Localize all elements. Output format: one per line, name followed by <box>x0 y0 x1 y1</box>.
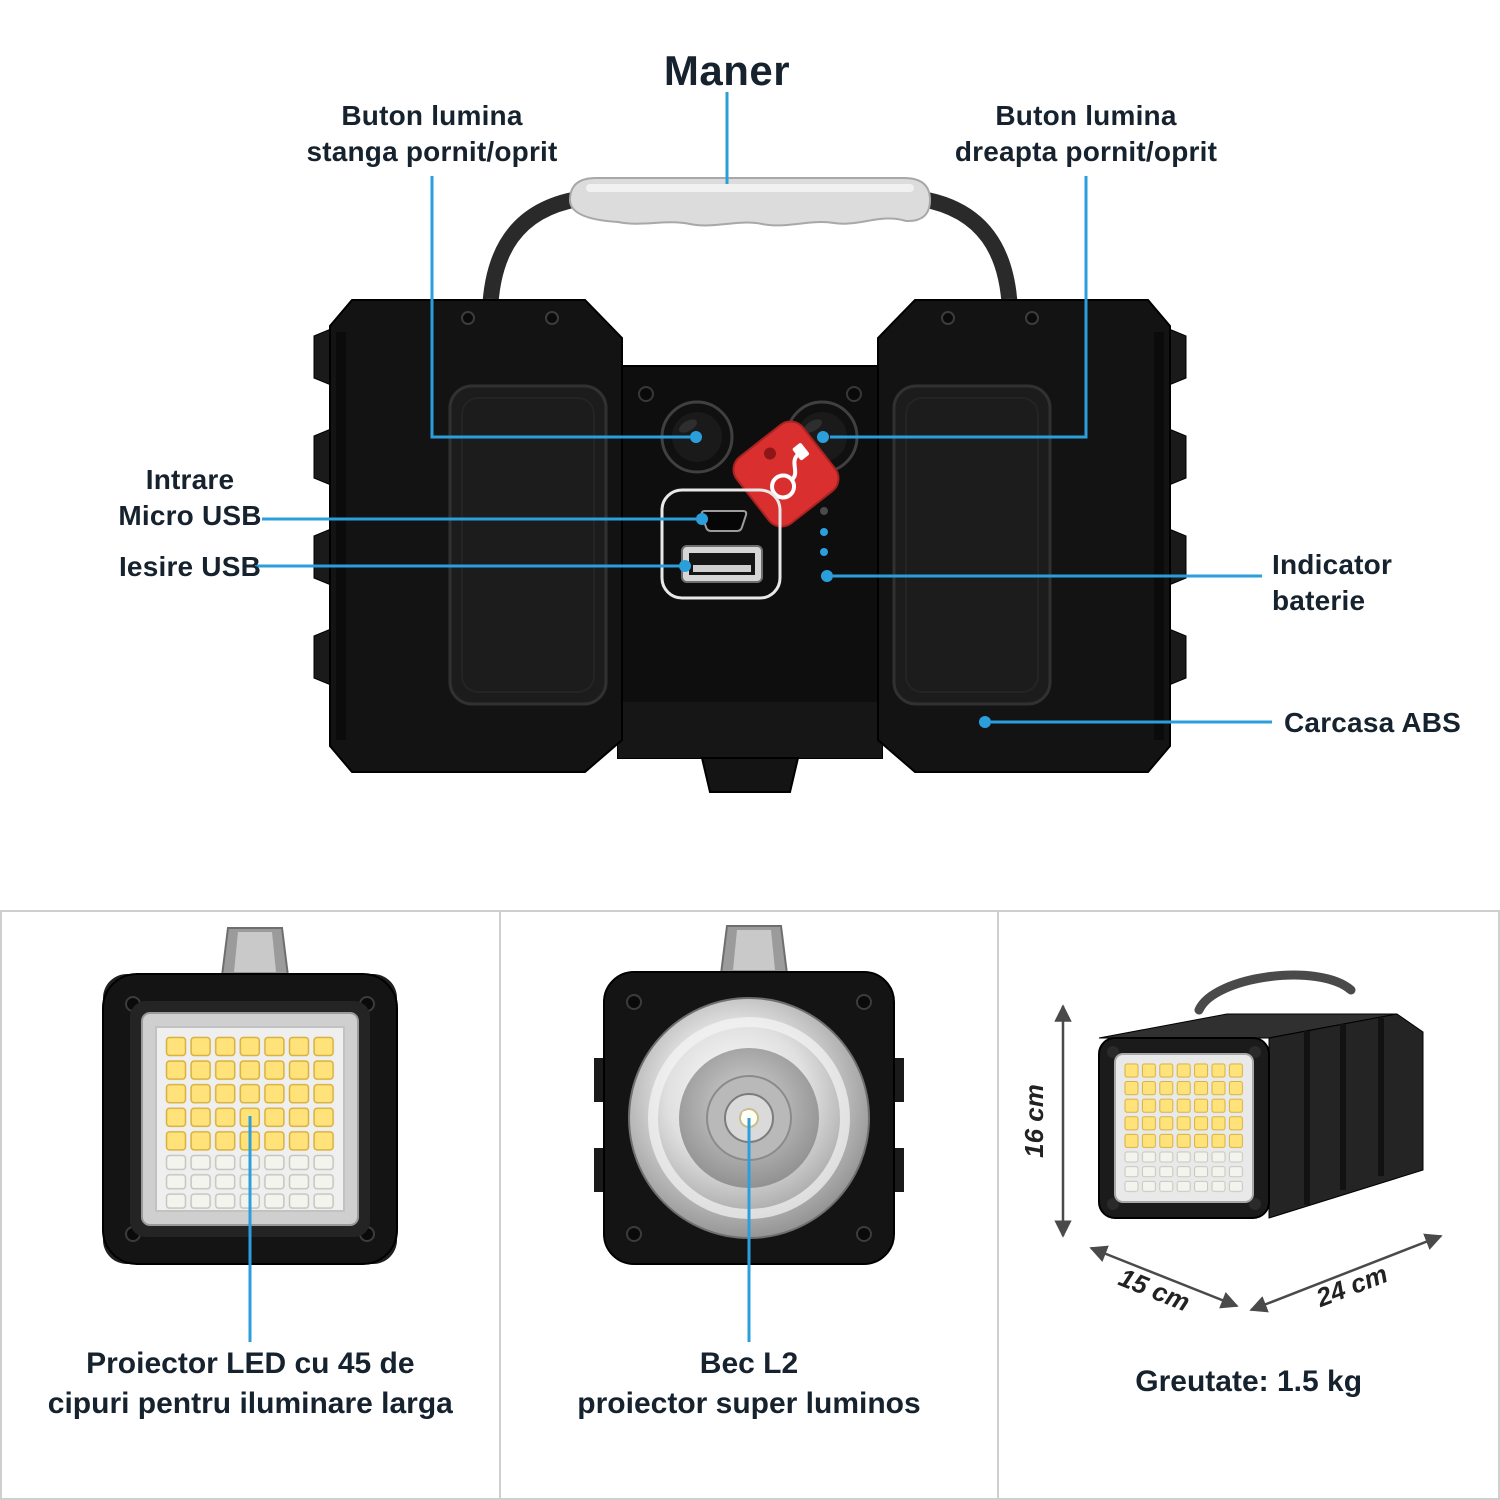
dimension-lines <box>1053 1004 1443 1313</box>
led-front-caption-line1: Proiector LED cu 45 de <box>86 1347 415 1380</box>
left-lamp-head <box>313 299 623 773</box>
cable-icon <box>770 443 810 500</box>
led-front-caption: Proiector LED cu 45 de cipuri pentru ilu… <box>10 1344 491 1424</box>
case-label: Carcasa ABS <box>1284 707 1462 738</box>
panel-led-front: Proiector LED cu 45 de cipuri pentru ilu… <box>2 912 501 1498</box>
callout-line-right-button <box>830 176 1088 439</box>
spotlight-caption: Bec L2 proiector super luminos <box>509 1344 990 1424</box>
panel-dimensions: 16 cm 15 cm 24 cm Greutate: 1.5 kg <box>999 912 1498 1498</box>
left-button-label-line1: Buton lumina <box>341 100 523 131</box>
dimensions-illustration: 16 cm 15 cm 24 cm <box>1019 970 1443 1317</box>
ports-area <box>660 488 782 600</box>
callout-dots <box>679 431 991 728</box>
usb-out-label: Iesire USB <box>118 551 262 582</box>
micro-usb-label-line2: Micro USB <box>118 500 262 531</box>
left-button-label: Buton lumina stanga pornit/oprit <box>232 98 632 170</box>
battery-indicator-label-line2: baterie <box>1272 585 1366 616</box>
battery-indicator-label-line1: Indicator <box>1272 549 1393 580</box>
dimension-width-label: 24 cm <box>1311 1258 1392 1313</box>
callout-lines <box>256 92 1272 724</box>
right-button-label-line2: dreapta pornit/oprit <box>954 136 1218 167</box>
micro-usb-port <box>700 510 748 532</box>
micro-usb-label: Intrare Micro USB <box>80 462 300 534</box>
dimension-line-width <box>1249 1233 1443 1313</box>
handle <box>478 177 1022 322</box>
bottom-foot <box>700 757 800 793</box>
feature-panels: Proiector LED cu 45 de cipuri pentru ilu… <box>0 910 1500 1500</box>
left-button-label-line2: stanga pornit/oprit <box>306 136 558 167</box>
dimension-line-depth <box>1089 1245 1239 1309</box>
micro-usb-label-line1: Intrare <box>145 464 235 495</box>
led-front-caption-line2: cipuri pentru iluminare larga <box>47 1387 453 1420</box>
handle-label: Maner <box>663 47 791 94</box>
spotlight-caption-line2: proiector super luminos <box>577 1387 921 1420</box>
spotlight-caption-line1: Bec L2 <box>699 1347 799 1380</box>
panel-spotlight: Bec L2 proiector super luminos <box>501 912 1000 1498</box>
product-perspective <box>1097 970 1424 1219</box>
product-main-illustration <box>256 92 1272 793</box>
usb-a-port <box>681 545 763 583</box>
led-front-illustration <box>102 927 399 1342</box>
right-lamp-head <box>876 298 1188 774</box>
battery-indicator-leds <box>820 507 828 556</box>
spotlight-illustration <box>593 925 904 1342</box>
dimension-depth-label: 15 cm <box>1114 1262 1194 1317</box>
callout-line-left-button <box>430 176 690 439</box>
weight-caption: Greutate: 1.5 kg <box>1135 1365 1363 1398</box>
dimension-height-label: 16 cm <box>1019 1084 1049 1158</box>
mini-handle <box>1194 970 1356 1015</box>
red-tag <box>732 420 840 528</box>
battery-indicator-label: Indicator baterie <box>1272 547 1500 619</box>
right-button-label: Buton lumina dreapta pornit/oprit <box>886 98 1286 170</box>
right-button-label-line1: Buton lumina <box>995 100 1177 131</box>
